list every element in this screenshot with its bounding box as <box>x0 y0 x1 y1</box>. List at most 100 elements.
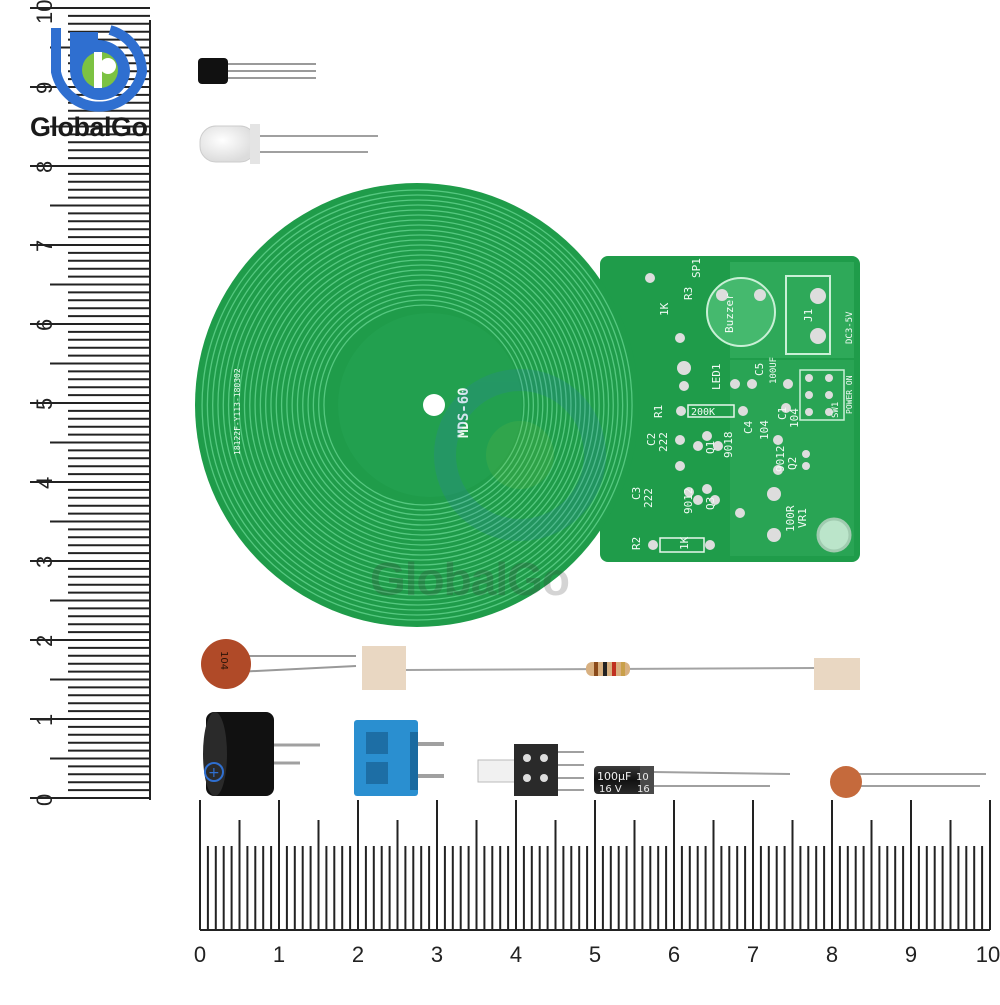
silk-r1-value: 200K <box>691 407 715 418</box>
silk-c3-value: 222 <box>642 488 655 508</box>
buzzer-icon: + <box>203 712 320 796</box>
capacitor-value-marking-2: 10 <box>636 772 649 783</box>
silk-power-on: POWER ON <box>845 375 854 414</box>
v-ruler-label: 2 <box>32 635 57 647</box>
silk-c4: C4 <box>742 420 755 434</box>
v-ruler-label: 7 <box>32 240 57 252</box>
h-ruler-label: 5 <box>589 942 601 967</box>
coil-trace <box>201 189 633 621</box>
vertical-ruler: 0 1 2 3 4 5 6 7 8 9 10 <box>30 0 151 806</box>
capacitor-voltage-marking-2: 16 <box>637 784 650 795</box>
silk-c1: C1 <box>776 407 789 420</box>
silk-c1-value: 104 <box>788 408 801 428</box>
v-ruler-label: 1 <box>32 714 57 726</box>
coil-trace <box>286 269 558 541</box>
coil-trace <box>254 239 586 571</box>
v-ruler-label: 9 <box>32 82 57 94</box>
coil-trace <box>227 214 610 596</box>
coil-trace <box>323 304 525 506</box>
silk-c3: C3 <box>630 487 643 500</box>
coil-trace <box>233 219 605 591</box>
h-ruler-label: 4 <box>510 942 522 967</box>
coil-trace <box>217 204 619 606</box>
silk-r3: R3 <box>682 287 695 300</box>
silk-dc-in: DC3-5V <box>845 311 855 344</box>
coil-trace <box>265 249 577 561</box>
resistor-tape-icon <box>362 646 860 690</box>
h-ruler-label: 3 <box>431 942 443 967</box>
coil-trace <box>312 294 535 516</box>
silk-c5-value: 100UF <box>769 357 779 384</box>
v-ruler-label: 8 <box>32 161 57 173</box>
coil-trace <box>302 284 544 526</box>
silk-q3: Q3 <box>704 497 717 510</box>
v-ruler-label: 5 <box>32 398 57 410</box>
mounting-hole <box>816 517 852 553</box>
h-ruler-label: 8 <box>826 942 838 967</box>
silk-c2: C2 <box>645 433 658 446</box>
silk-q2: Q2 <box>786 457 799 470</box>
buzzer-marking: + <box>208 765 220 781</box>
terminal-block-icon <box>354 720 444 796</box>
coil-trace <box>212 199 624 611</box>
capacitor-value-marking: 100µF <box>597 770 631 783</box>
silk-led1: LED1 <box>710 364 723 391</box>
h-ruler-label: 10 <box>976 942 1000 967</box>
coil-trace <box>238 224 600 586</box>
horizontal-ruler: 0 1 2 3 4 5 6 7 8 9 10 <box>194 800 1000 967</box>
silk-r1: R1 <box>652 405 665 418</box>
watermark-text: GlobalGo <box>370 553 570 605</box>
h-ruler-label: 7 <box>747 942 759 967</box>
silk-r2: R2 <box>630 537 643 550</box>
h-ruler-label: 9 <box>905 942 917 967</box>
silk-sp1: SP1 <box>690 258 703 278</box>
silk-q1: Q1 <box>704 441 717 454</box>
coil-trace <box>275 259 567 551</box>
silk-model: MDS-60 <box>456 387 472 438</box>
v-ruler-label: 6 <box>32 319 57 331</box>
coil-trace <box>270 254 572 556</box>
mounting-hole <box>423 394 445 416</box>
h-ruler-label: 2 <box>352 942 364 967</box>
coil-trace <box>206 194 629 616</box>
electrolytic-capacitor-icon: 100µF 16 V 10 16 <box>594 766 791 795</box>
metal-detector-pcb: MDS-60 18122F-Y113-180302 SP1 R3 1K Buzz… <box>195 183 860 627</box>
silk-c5: C5 <box>753 363 766 376</box>
v-ruler-label: 0 <box>32 794 57 806</box>
silk-j1: J1 <box>802 309 815 322</box>
transistor-icon <box>198 58 316 84</box>
coil-trace <box>243 229 596 581</box>
globalgo-logo-icon <box>51 25 148 112</box>
v-ruler-label: 3 <box>32 556 57 568</box>
silk-q1-value: 9018 <box>722 432 735 459</box>
coil-trace <box>307 289 539 521</box>
logo-text: GlobalGo <box>30 112 148 142</box>
coil-trace <box>249 234 591 576</box>
ceramic-capacitor-icon: 104 <box>201 639 357 689</box>
small-ceramic-capacitor-icon <box>830 766 986 798</box>
silk-c2-value: 222 <box>657 432 670 452</box>
h-ruler-label: 1 <box>273 942 285 967</box>
watermark-logo-icon <box>434 369 606 541</box>
coil-trace <box>318 299 530 511</box>
coil-trace <box>296 279 549 531</box>
silk-c4-value: 104 <box>758 420 771 440</box>
silk-q2-value: 9012 <box>774 446 787 473</box>
h-ruler-label: 6 <box>668 942 680 967</box>
capacitor-voltage-marking: 16 V <box>599 784 622 795</box>
coil-trace <box>259 244 582 566</box>
push-switch-icon <box>477 744 584 796</box>
silk-sw1: SW1 <box>831 402 841 418</box>
capacitor-marking: 104 <box>218 651 229 670</box>
silk-date-code: 18122F-Y113-180302 <box>233 368 242 455</box>
v-ruler-label: 10 <box>32 0 57 24</box>
silk-vr1-value: 100R <box>784 505 797 532</box>
led-icon <box>199 124 378 164</box>
silk-r3-value: 1K <box>658 302 671 316</box>
h-ruler-label: 0 <box>194 942 206 967</box>
silk-r2-value: 1K <box>678 536 691 550</box>
v-ruler-label: 4 <box>32 477 57 489</box>
coil-trace <box>222 209 614 601</box>
